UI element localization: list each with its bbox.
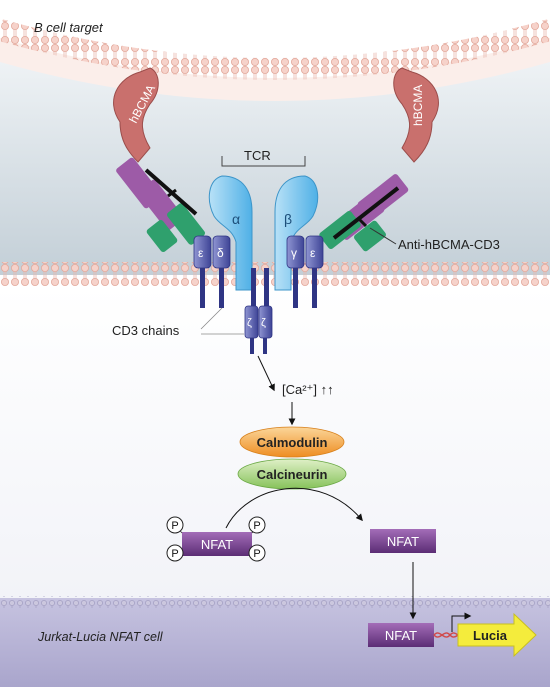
- calmodulin-icon: [239, 426, 345, 458]
- b-cell-label: B cell target: [34, 20, 104, 35]
- phosphate-3-icon: [248, 516, 266, 534]
- zeta-left-label: ζ: [247, 317, 252, 329]
- tcr-bracket: [221, 156, 306, 167]
- nfat-phospho-label: NFAT: [201, 537, 233, 552]
- cd3-delta-label: δ: [217, 246, 224, 260]
- jurkat-cell-label: Jurkat-Lucia NFAT cell: [37, 630, 164, 644]
- linker-left-tick: [167, 188, 177, 198]
- calcium-label: [Ca²⁺] ↑↑: [282, 382, 334, 397]
- linker-right-tick: [356, 216, 368, 228]
- phosphate-3-label: P: [253, 520, 260, 532]
- phosphate-2-icon: [166, 544, 184, 562]
- linker-right-icon: [332, 186, 400, 240]
- phosphate-4-label: P: [253, 548, 260, 560]
- cd3-tail-1: [200, 268, 205, 308]
- zeta-end-1: [250, 338, 254, 354]
- anti-hbcma-cd3-label: Anti-hBCMA-CD3: [398, 237, 500, 252]
- lucia-label: Lucia: [473, 628, 508, 643]
- phosphate-1-label: P: [171, 520, 178, 532]
- cd3-epsilon-left-label: ε: [198, 246, 204, 260]
- cd3-tail-3: [293, 268, 298, 308]
- tcr-label: TCR: [244, 148, 271, 163]
- tcr-alpha-icon: [208, 175, 253, 291]
- nfat-phospho-icon: [182, 532, 252, 556]
- anti-label-leader: [369, 227, 397, 245]
- cd3-left-pair: ε δ: [193, 235, 231, 308]
- nfat-nuclear-label: NFAT: [385, 628, 417, 643]
- zeta-end-2: [263, 338, 267, 354]
- phosphate-1-icon: [166, 516, 184, 534]
- b-cell-membrane: [0, 19, 550, 80]
- nfat-nuclear-icon: [368, 623, 434, 647]
- scfv-right-green-icon: [319, 211, 361, 249]
- cd3-epsilon-right-label: ε: [310, 246, 316, 260]
- cd3-chains-label: CD3 chains: [112, 323, 180, 338]
- cd3-tail-2: [219, 268, 224, 308]
- calcineurin-label: Calcineurin: [257, 467, 328, 482]
- lucia-reporter-icon: [457, 612, 537, 658]
- tcr-complex: TCR α β: [208, 148, 319, 291]
- cd3-leader-1: [200, 307, 223, 330]
- cd3-zeta-pair: ζ ζ: [244, 268, 273, 354]
- calmodulin-label: Calmodulin: [257, 435, 328, 450]
- dephosphorylation-arrow: [225, 487, 363, 529]
- scfv-left-green-icon: [167, 203, 205, 245]
- calcineurin-icon: [237, 458, 347, 490]
- phosphate-2-label: P: [171, 548, 178, 560]
- scfv-right-green2-icon: [354, 220, 386, 252]
- right-hbcma-complex: hBCMA: [319, 67, 439, 252]
- cd3-tail-4: [312, 268, 317, 308]
- tcr-beta-icon: [274, 175, 319, 291]
- phospho-nfat: NFAT P P P P: [166, 516, 266, 562]
- zeta-tail-1: [251, 268, 256, 308]
- phosphate-4-icon: [248, 544, 266, 562]
- cd3-gamma-label: γ: [291, 246, 297, 260]
- hbcma-right-label: hBCMA: [411, 85, 425, 126]
- hbcma-right-icon: [393, 67, 439, 163]
- nuclear-membrane: [0, 596, 550, 608]
- cd3-right-pair: γ ε: [286, 235, 324, 308]
- nfat-active-icon: [370, 529, 436, 553]
- hbcma-left-icon: [113, 67, 159, 163]
- transcription-start-arrow: [451, 612, 472, 632]
- zeta-tail-2: [264, 268, 269, 308]
- nfat-active-label: NFAT: [387, 534, 419, 549]
- tcr-beta-label: β: [284, 211, 292, 227]
- zeta-right-label: ζ: [261, 317, 266, 329]
- left-hbcma-complex: hBCMA: [113, 67, 205, 252]
- signal-arrow: [257, 355, 275, 392]
- tcr-alpha-label: α: [232, 211, 240, 227]
- scfv-left-green2-icon: [146, 220, 178, 252]
